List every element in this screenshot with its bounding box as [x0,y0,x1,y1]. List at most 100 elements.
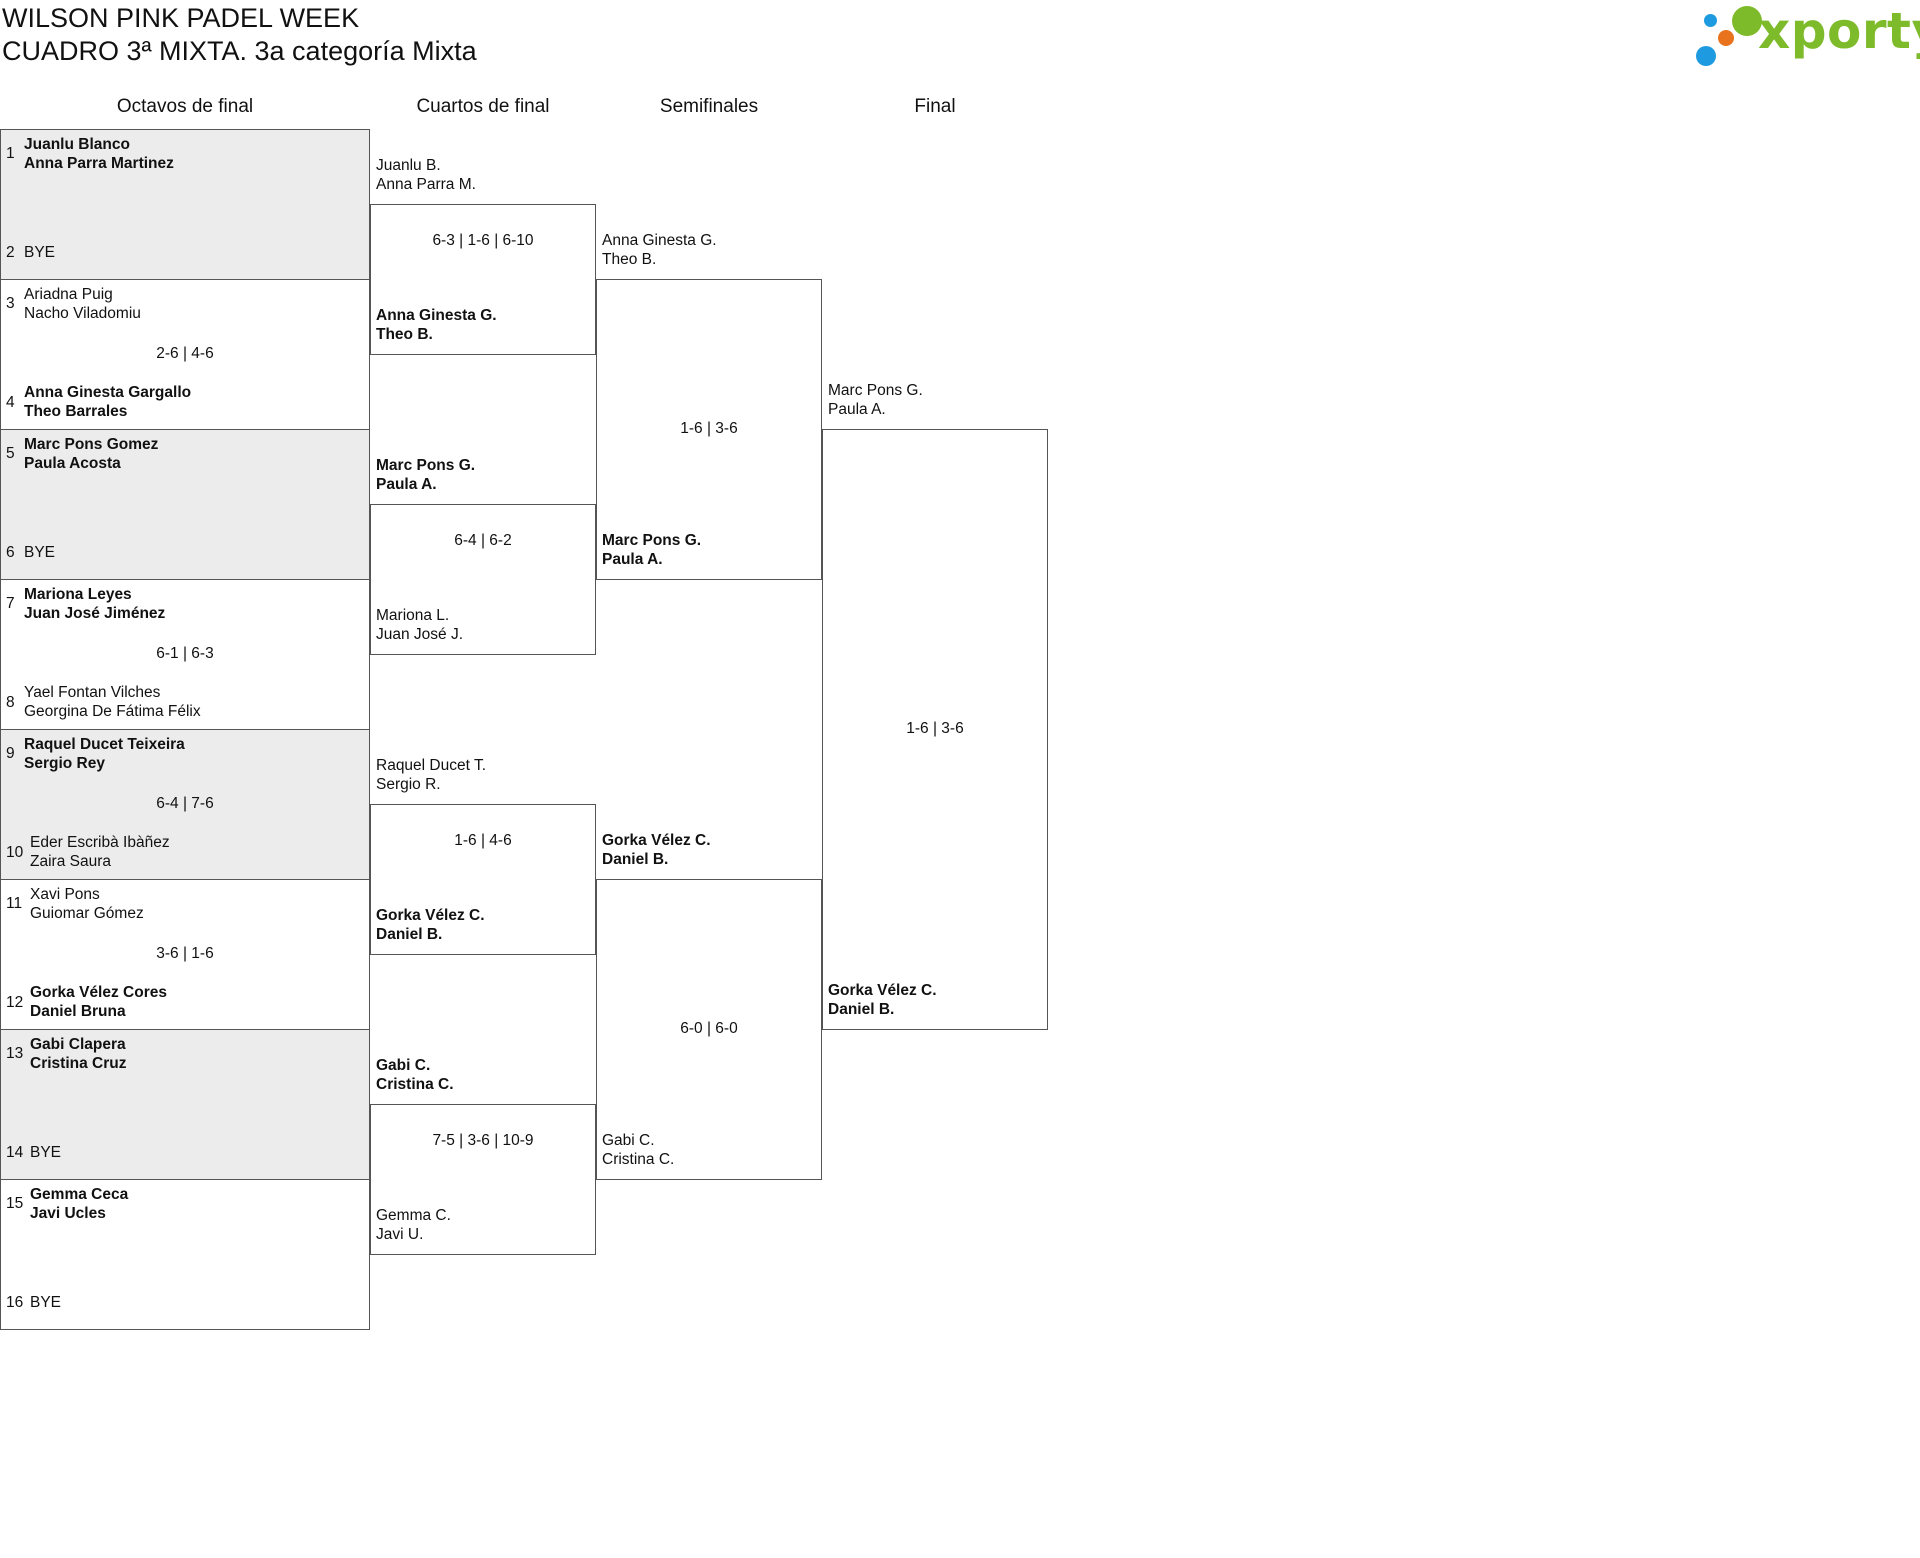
player-name: Nacho Viladomiu [24,305,141,322]
xporty-logo: xporty [1696,2,1920,66]
player-name: Mariona Leyes [24,586,132,603]
player-name: Cristina C. [376,1076,454,1093]
logo-dot-blue-small [1704,14,1717,27]
logo-wordmark: xporty [1758,2,1920,60]
page-subtitle: CUADRO 3ª MIXTA. 3a categoría Mixta [2,36,477,66]
sf-match-box [596,279,822,580]
page-title: WILSON PINK PADEL WEEK [2,3,360,33]
player-name: Javi U. [376,1226,424,1243]
player-name: Gabi C. [602,1132,655,1149]
player-name: Paula A. [828,401,886,418]
player-name: Daniel B. [828,1001,895,1018]
final-match-box [822,429,1048,1030]
player-name: Juanlu B. [376,157,441,174]
round-header-sf: Semifinales [659,96,759,117]
qf-match-box [370,1104,596,1255]
player-name: Gorka Vélez C. [828,982,937,999]
player-name: Marc Pons G. [828,382,923,399]
player-name: Anna Ginesta G. [602,232,717,249]
r16-match-box [0,129,370,280]
seed-number: 1 [6,145,15,162]
player-name: Gabi Clapera [30,1036,126,1053]
player-name: Sergio Rey [24,755,105,772]
match-score: 6-1 | 6-3 [156,645,214,662]
match-score: 6-4 | 6-2 [454,532,512,549]
player-name: Guiomar Gómez [30,905,144,922]
player-name: Cristina C. [602,1151,675,1168]
r16-match-box [0,729,370,880]
round-header-final: Final [914,96,956,117]
round-header-qf: Cuartos de final [416,96,550,117]
match-score: 7-5 | 3-6 | 10-9 [432,1132,534,1149]
seed-number: 8 [6,694,15,711]
player-name: Javi Ucles [30,1205,106,1222]
match-score: 6-4 | 7-6 [156,795,214,812]
qf-match-box [370,504,596,655]
logo-dot-blue-large [1696,46,1716,66]
logo-dot-orange [1718,30,1734,46]
player-name: Anna Ginesta Gargallo [24,384,192,401]
match-score: 1-6 | 3-6 [680,420,738,437]
player-name: Anna Parra M. [376,176,476,193]
logo-dot-green [1732,6,1762,36]
player-name: BYE [24,244,56,261]
player-name: Raquel Ducet Teixeira [24,736,185,753]
player-name: Theo B. [602,251,657,268]
qf-match-box [370,804,596,955]
player-name: Xavi Pons [30,886,100,903]
player-name: BYE [30,1144,62,1161]
player-name: Cristina Cruz [30,1055,127,1072]
player-name: Gorka Vélez C. [376,907,485,924]
seed-number: 2 [6,244,15,261]
player-name: Theo Barrales [24,403,128,420]
player-name: Gorka Vélez Cores [30,984,167,1001]
seed-number: 7 [6,595,15,612]
player-name: Paula Acosta [24,455,121,472]
player-name: Gemma C. [376,1207,451,1224]
player-name: BYE [24,544,56,561]
player-name: Ariadna Puig [24,286,113,303]
player-name: Theo B. [376,326,433,343]
player-name: Gemma Ceca [30,1186,129,1203]
qf-match-box [370,204,596,355]
player-name: Anna Parra Martinez [24,155,174,172]
seed-number: 13 [6,1045,24,1062]
seed-number: 9 [6,745,15,762]
round-header-r16: Octavos de final [116,96,254,117]
player-name: Gorka Vélez C. [602,832,711,849]
player-name: Daniel Bruna [30,1003,126,1020]
player-name: Daniel B. [376,926,443,943]
player-name: Paula A. [376,476,437,493]
match-score: 3-6 | 1-6 [156,945,214,962]
player-name: Marc Pons Gomez [24,436,159,453]
player-name: Mariona L. [376,607,450,624]
player-name: Marc Pons G. [376,457,476,474]
player-name: BYE [30,1294,62,1311]
player-name: Juan José J. [376,626,464,643]
seed-number: 12 [6,994,24,1011]
match-score: 2-6 | 4-6 [156,345,214,362]
seed-number: 4 [6,394,15,411]
player-name: Anna Ginesta G. [376,307,497,324]
player-name: Zaira Saura [30,853,111,870]
player-name: Raquel Ducet T. [376,757,486,774]
seed-number: 3 [6,295,15,312]
player-name: Daniel B. [602,851,669,868]
seed-number: 6 [6,544,15,561]
seed-number: 16 [6,1294,24,1311]
player-name: Eder Escribà Ibàñez [30,834,170,851]
seed-number: 5 [6,445,15,462]
match-score: 6-0 | 6-0 [680,1020,738,1037]
player-name: Sergio R. [376,776,441,793]
player-name: Paula A. [602,551,663,568]
r16-match-box [0,1029,370,1180]
player-name: Georgina De Fátima Félix [24,703,201,720]
player-name: Juan José Jiménez [24,605,166,622]
seed-number: 10 [6,844,24,861]
match-score: 1-6 | 3-6 [906,720,964,737]
seed-number: 14 [6,1144,24,1161]
player-name: Yael Fontan Vilches [24,684,161,701]
player-name: Juanlu Blanco [24,136,130,153]
match-score: 6-3 | 1-6 | 6-10 [432,232,534,249]
